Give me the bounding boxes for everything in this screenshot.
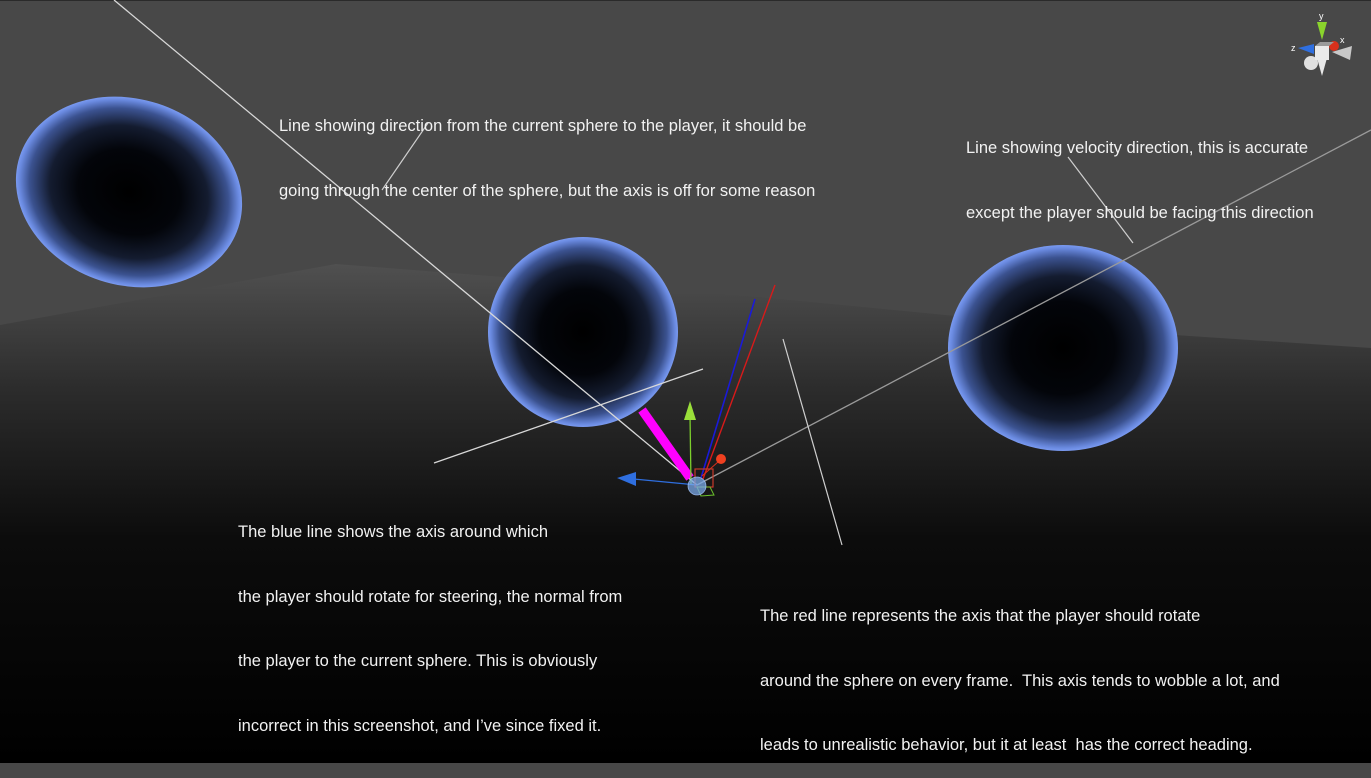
direction-line	[113, 0, 698, 486]
gizmo-z-label: z	[1291, 43, 1296, 53]
direction-note-line-2: going through the center of the sphere, …	[279, 181, 816, 200]
steer-axis-line	[700, 298, 756, 479]
gizmo-y-label: y	[1319, 11, 1324, 21]
blue-line-note-line-3: the player to the current sphere. This i…	[238, 652, 598, 670]
gizmo-x-label: x	[1340, 35, 1345, 45]
blue-line-note: The blue line shows the axis around whic…	[238, 479, 622, 759]
red-line-note-line-2: around the sphere on every frame. This a…	[760, 671, 1280, 690]
velocity-note-line-1: Line showing velocity direction, this is…	[966, 139, 1309, 157]
gizmo-neg-z-cone[interactable]	[1304, 56, 1318, 70]
gizmo-z-cone[interactable]	[1298, 44, 1314, 54]
gizmo-y-cone[interactable]	[1317, 22, 1327, 40]
sphere-right[interactable]	[948, 245, 1178, 451]
rotate-axis-line	[702, 284, 776, 480]
direction-note-line-1: Line showing direction from the current …	[279, 117, 807, 135]
pointer-direction-note	[381, 122, 429, 191]
normal-line	[638, 407, 694, 481]
red-line-note-line-3: leads to unrealistic behavior, but it at…	[760, 736, 1253, 754]
gizmo-center-cube[interactable]	[1315, 46, 1329, 60]
scene-orientation-gizmo[interactable]: y x z	[1284, 6, 1364, 86]
velocity-line	[696, 129, 1371, 486]
blue-line-note-line-4: incorrect in this screenshot, and I’ve s…	[238, 716, 602, 735]
pointer-velocity-note	[1067, 156, 1134, 244]
blue-line-note-line-2: the player should rotate for steering, t…	[238, 587, 623, 606]
red-line-note-line-1: The red line represents the axis that th…	[760, 607, 1201, 625]
velocity-note-line-2: except the player should be facing this …	[966, 203, 1314, 222]
gizmo-neg-x-cone[interactable]	[1332, 46, 1352, 60]
blue-line-note-line-1: The blue line shows the axis around whic…	[238, 523, 549, 541]
direction-note: Line showing direction from the current …	[279, 73, 815, 224]
red-line-note: The red line represents the axis that th…	[760, 563, 1280, 778]
viewport-top-edge	[0, 0, 1371, 1]
player-gizmo[interactable]	[617, 401, 726, 497]
pointer-red-line-note	[782, 338, 843, 546]
sphere-current[interactable]	[488, 237, 678, 427]
player-forward-line	[433, 368, 704, 464]
sphere-left[interactable]	[0, 68, 267, 316]
velocity-note: Line showing velocity direction, this is…	[966, 95, 1314, 246]
gizmo-neg-y-cone[interactable]	[1317, 58, 1327, 76]
